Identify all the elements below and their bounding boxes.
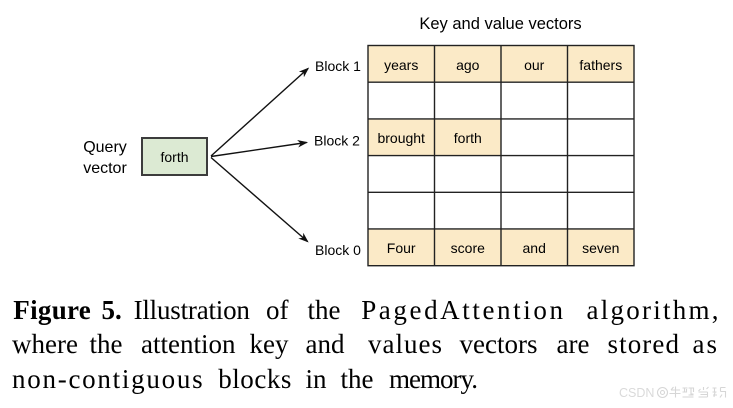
svg-text:years: years xyxy=(384,57,418,73)
svg-text:brought: brought xyxy=(377,130,425,146)
svg-text:and: and xyxy=(523,240,546,256)
svg-text:ago: ago xyxy=(456,57,480,73)
svg-text:Key and value vectors: Key and value vectors xyxy=(419,15,581,33)
svg-text:Four: Four xyxy=(387,240,416,256)
svg-text:vector: vector xyxy=(83,160,127,177)
svg-text:fathers: fathers xyxy=(579,57,622,73)
svg-text:score: score xyxy=(451,240,485,256)
svg-text:Block 2: Block 2 xyxy=(314,133,360,149)
svg-text:our: our xyxy=(524,57,545,73)
svg-text:Query: Query xyxy=(83,139,127,156)
svg-text:CSDN: CSDN xyxy=(619,386,654,400)
svg-text:seven: seven xyxy=(582,240,619,256)
svg-text:forth: forth xyxy=(160,149,188,165)
svg-text:forth: forth xyxy=(454,130,482,146)
svg-text:Block 0: Block 0 xyxy=(315,242,361,258)
svg-text:Block 1: Block 1 xyxy=(315,58,361,74)
